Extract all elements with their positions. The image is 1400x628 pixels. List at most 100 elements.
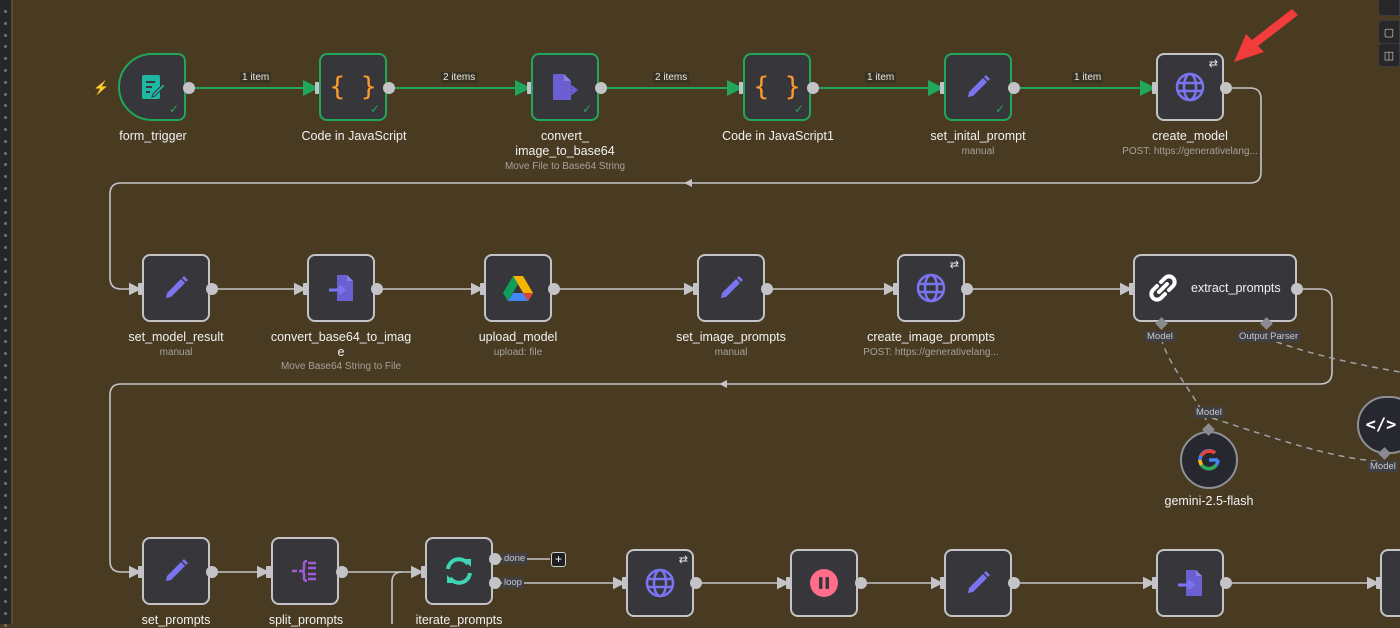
sidebar-dot (4, 423, 7, 426)
node-subtitle: manual (961, 146, 995, 157)
input-port[interactable] (315, 82, 321, 94)
node-iterate-prompts[interactable] (425, 537, 493, 605)
sidebar-dot (4, 175, 7, 179)
input-port[interactable] (138, 566, 144, 578)
pencil-icon (968, 571, 990, 593)
loop-output-port[interactable] (489, 577, 501, 589)
success-check-icon: ✓ (581, 102, 592, 116)
node-create-model[interactable]: ⇄ (1156, 53, 1224, 121)
node-split-prompts[interactable] (271, 537, 339, 605)
node-set-prompts[interactable] (142, 537, 210, 605)
panel-toggle-button[interactable]: ◫ (1378, 43, 1400, 67)
success-check-icon: ✓ (369, 102, 380, 116)
node-code-in-javascript[interactable]: { } ✓ (319, 53, 387, 121)
output-port[interactable] (1220, 82, 1232, 94)
sidebar-dot (4, 588, 7, 592)
node-set[interactable] (944, 549, 1012, 617)
pencil-icon (166, 276, 188, 298)
input-port[interactable] (940, 82, 946, 94)
node-gemini-2-5-flash[interactable] (1180, 431, 1238, 489)
file-icon: ▢ (1383, 26, 1395, 39)
output-port[interactable] (1008, 82, 1020, 94)
success-check-icon: ✓ (994, 102, 1005, 116)
output-port[interactable] (1008, 577, 1020, 589)
input-port[interactable] (1152, 82, 1158, 94)
sidebar-dot (4, 92, 7, 96)
output-port[interactable] (371, 283, 383, 295)
input-port[interactable] (1376, 577, 1382, 589)
input-port[interactable] (940, 577, 946, 589)
input-port[interactable] (421, 566, 427, 578)
input-port[interactable] (303, 283, 309, 295)
node-set-image-prompts[interactable] (697, 254, 765, 322)
code-braces-icon: { } (329, 72, 377, 102)
output-port[interactable] (548, 283, 560, 295)
output-port[interactable] (690, 577, 702, 589)
model-port-label: Model (1145, 331, 1175, 342)
sidebar-dot (4, 139, 7, 143)
node-create-image-prompts[interactable]: ⇄ (897, 254, 965, 322)
output-port[interactable] (336, 566, 348, 578)
add-node-button[interactable]: + (551, 552, 566, 567)
output-port[interactable] (183, 82, 195, 94)
output-port[interactable] (206, 283, 218, 295)
node-subtitle: Move File to Base64 String (504, 161, 626, 172)
node-form-trigger[interactable]: ✓ (118, 53, 186, 121)
globe-icon (1175, 72, 1205, 102)
node-wait[interactable] (790, 549, 858, 617)
input-port[interactable] (622, 577, 628, 589)
output-port[interactable] (855, 577, 867, 589)
output-port[interactable] (1291, 283, 1303, 295)
node-subtitle: POST: https://generativelang... (1122, 146, 1258, 157)
file-button[interactable]: ▢ (1378, 20, 1400, 44)
input-port[interactable] (786, 577, 792, 589)
sidebar-dot (4, 470, 7, 474)
node-output-parser[interactable]: </> (1357, 396, 1400, 454)
output-port[interactable] (961, 283, 973, 295)
node-label: Code in JavaScript1 (722, 129, 834, 143)
input-port[interactable] (1129, 283, 1135, 295)
node-convert-to-file[interactable] (1156, 549, 1224, 617)
sidebar-dot (4, 611, 7, 615)
input-port[interactable] (693, 283, 699, 295)
sidebar-dot (4, 364, 7, 367)
left-sidebar (0, 0, 13, 627)
done-output-label: done (502, 553, 528, 564)
sidebar-dot (4, 316, 7, 320)
sidebar-dot (4, 293, 7, 297)
node-http-request[interactable]: ⇄ (626, 549, 694, 617)
loop-icon (446, 557, 472, 585)
input-port[interactable] (480, 283, 486, 295)
sidebar-dot (4, 257, 7, 261)
code-braces-icon: { } (753, 72, 801, 102)
input-port[interactable] (527, 82, 533, 94)
output-port[interactable] (383, 82, 395, 94)
input-port[interactable] (893, 283, 899, 295)
input-port[interactable] (1152, 577, 1158, 589)
sidebar-dot (4, 399, 7, 403)
sidebar-dot (4, 387, 7, 391)
node-set-model-result[interactable] (142, 254, 210, 322)
node-convert-base64-to-image[interactable] (307, 254, 375, 322)
input-port[interactable] (739, 82, 745, 94)
sidebar-dot (4, 482, 7, 485)
output-port[interactable] (761, 283, 773, 295)
output-port[interactable] (1220, 577, 1232, 589)
node-code-in-javascript1[interactable]: { } ✓ (743, 53, 811, 121)
output-port[interactable] (595, 82, 607, 94)
sidebar-dot (4, 411, 7, 415)
input-port[interactable] (266, 566, 272, 578)
node-next[interactable] (1380, 549, 1400, 617)
node-convert-image-to-base64[interactable]: ✓ (531, 53, 599, 121)
node-extract-prompts[interactable]: extract_prompts (1133, 254, 1297, 322)
node-set-inital-prompt[interactable]: ✓ (944, 53, 1012, 121)
edge-item-count: 1 item (240, 72, 272, 83)
node-upload-model[interactable] (484, 254, 552, 322)
sidebar-dot (4, 151, 7, 155)
output-port[interactable] (206, 566, 218, 578)
done-output-port[interactable] (489, 553, 501, 565)
toolbar-button-top[interactable] (1378, 0, 1400, 16)
input-port[interactable] (138, 283, 144, 295)
node-subtitle: POST: https://generativelang... (863, 347, 999, 358)
output-port[interactable] (807, 82, 819, 94)
